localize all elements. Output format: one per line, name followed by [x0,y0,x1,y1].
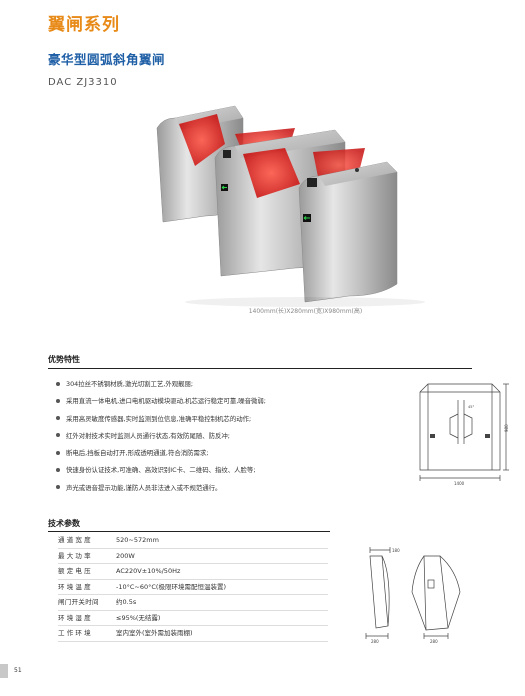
bullet-icon [56,416,60,421]
angle-label: 45° [468,405,474,409]
bullet-icon [56,450,60,455]
spec-row: 工作环境室内室外(室外需加装雨棚) [58,626,328,642]
page-number: 51 [14,667,22,674]
front-elevation-drawing: 45° 1400 980 [419,383,509,486]
feature-item: 304拉丝不锈钢材质,激光切割工艺,外观靓丽; [54,380,354,397]
specs-heading: 技术参数 [48,519,80,528]
feature-item: 断电后,挡板自动打开,形成透明通道,符合消防需求; [54,449,354,466]
feature-item: 红外对射技术实时监测人员通行状态,有效防尾随、防反冲; [54,432,354,449]
photo-caption: 1400mm(长)X280mm(宽)X980mm(高) [248,308,363,315]
category-title: 翼闸系列 [48,15,120,35]
product-photo [156,105,425,307]
bullet-icon [56,485,60,490]
spec-row: 闸门开关时间约0.5s [58,595,328,611]
model-number: DAC ZJ3310 [48,77,118,88]
plan-view-drawing: 180 280 280 [365,547,461,644]
specs-divider [48,531,330,532]
spec-row: 环境温度-10°C~60°C(极限环境需配恒温装置) [58,580,328,595]
feature-item: 采用高灵敏度传感器,实时监测到位信息,准确平稳控制机芯的动作; [54,415,354,432]
product-title: 豪华型圆弧斜角翼闸 [48,52,166,67]
bullet-icon [56,381,60,386]
bullet-icon [56,398,60,403]
bottom-right-dimension-label: 280 [430,639,438,644]
feature-item: 声光或语音提示功能,谨防人员非法进入或不规范通行。 [54,484,354,501]
width-dimension-label: 1400 [454,481,465,486]
bullet-icon [56,433,60,438]
bottom-left-dimension-label: 280 [371,639,379,644]
feature-item: 快速身份认证技术,可准确、高效识别IC卡、二维码、指纹、人脸等; [54,466,354,483]
bullet-icon [56,467,60,472]
top-dimension-label: 180 [392,548,400,553]
spec-row: 环境湿度≤95%(无结露) [58,611,328,626]
page-tab [0,664,8,678]
feature-item: 采用直流一体电机,进口电机驱动模块驱动,机芯运行稳定可靠,噪音微弱; [54,397,354,414]
features-heading: 优势特性 [48,355,80,364]
height-dimension-label: 980 [504,424,509,432]
features-divider [48,368,472,369]
features-list: 304拉丝不锈钢材质,激光切割工艺,外观靓丽; 采用直流一体电机,进口电机驱动模… [54,380,354,501]
